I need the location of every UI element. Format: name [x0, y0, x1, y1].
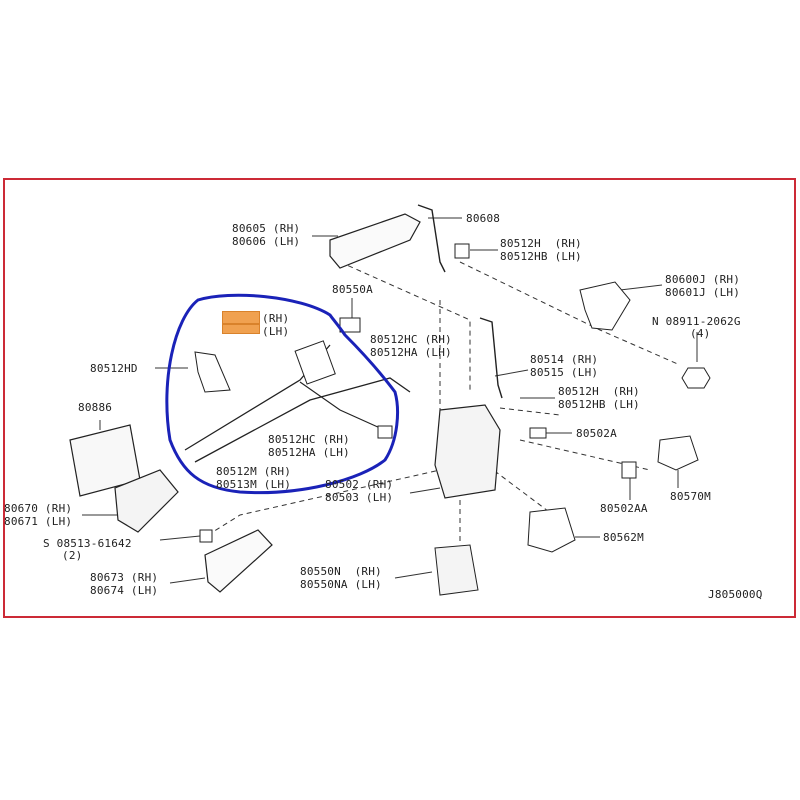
bezel-80673: [204, 529, 273, 593]
label-80512hb-lh-top: 80512HB (LH): [500, 250, 582, 263]
label-80608: 80608: [466, 212, 501, 225]
label-80515: 80515 (LH): [530, 366, 599, 379]
actuator-80550n: [434, 544, 479, 596]
rod-80608: [417, 204, 446, 273]
lever-80512m: [294, 340, 336, 385]
label-80670: 80670 (RH): [4, 502, 73, 515]
bracket-80512hd: [194, 351, 231, 393]
label-80550n: 80550N (RH): [300, 565, 382, 578]
label-80606: 80606 (LH): [232, 235, 301, 248]
label-80671: 80671 (LH): [4, 515, 73, 528]
screw-80502aa: [621, 461, 637, 479]
label-08911: N 08911-2062G: [652, 315, 741, 328]
leader-08513: [159, 535, 201, 541]
label-80503: 80503 (LH): [325, 491, 394, 504]
leader-80502: [409, 487, 441, 494]
label-80601j: 80601J (LH): [665, 286, 741, 299]
part-80570m: [657, 435, 699, 471]
label-80674: 80674 (LH): [90, 584, 159, 597]
label-80512m: 80512M (RH): [216, 465, 292, 478]
leader-80550n: [394, 571, 433, 579]
label-80512hc-rh-top: 80512HC (RH): [370, 333, 452, 346]
label-08513: S 08513-61642: [43, 537, 132, 550]
leader-lines: [82, 217, 698, 584]
inside-handle-80670: [114, 469, 179, 533]
label-80513m: 80513M (LH): [216, 478, 292, 491]
bolt-80550a: [339, 317, 361, 333]
label-hidden-rh: (RH): [262, 312, 290, 325]
label-80512hd: 80512HD: [90, 362, 138, 375]
rod-80514: [479, 317, 503, 399]
rod-80512m-b: [194, 377, 411, 463]
label-80512h-rh-mid: 80512H (RH): [558, 385, 640, 398]
outside-handle: [329, 213, 421, 269]
clip-80512h-top: [454, 243, 470, 259]
label-80605: 80605 (RH): [232, 222, 301, 235]
label-80512h-rh-top: 80512H (RH): [500, 237, 582, 250]
label-80514: 80514 (RH): [530, 353, 599, 366]
leader-80673: [169, 577, 206, 584]
rod-80512m-c: [299, 381, 381, 429]
bracket-80600j: [579, 281, 631, 331]
nut-08911: [681, 367, 711, 389]
label-hidden-lh: (LH): [262, 325, 290, 338]
label-80512ha-lh-top: 80512HA (LH): [370, 346, 452, 359]
label-80502: 80502 (RH): [325, 478, 394, 491]
label-08911-qty: (4): [690, 327, 711, 340]
label-80886: 80886: [78, 401, 113, 414]
annotation-circle: [165, 293, 400, 495]
label-80550na: 80550NA (LH): [300, 578, 382, 591]
label-08513-qty: (2): [62, 549, 83, 562]
lock-80502: [434, 404, 501, 499]
label-80600j: 80600J (RH): [665, 273, 741, 286]
label-80570m: 80570M: [670, 490, 711, 503]
reference-code: J805000Q: [708, 588, 763, 601]
highlight-part-number-lh: [222, 324, 260, 334]
leader-80514: [494, 369, 529, 377]
label-80502a: 80502A: [576, 427, 617, 440]
leader-80600j: [619, 284, 663, 291]
label-80562m: 80562M: [603, 531, 644, 544]
screw-08513: [199, 529, 213, 543]
label-80550a: 80550A: [332, 283, 373, 296]
label-80512hb-lh-mid: 80512HB (LH): [558, 398, 640, 411]
label-80512ha-lh-low: 80512HA (LH): [268, 446, 350, 459]
diagram-frame: [3, 178, 796, 618]
label-80512hc-rh-low: 80512HC (RH): [268, 433, 350, 446]
label-80502aa: 80502AA: [600, 502, 648, 515]
part-80562m: [527, 507, 576, 553]
highlight-part-number-rh: [222, 311, 260, 324]
clip-80512hc-lower: [377, 425, 393, 439]
screw-80502a: [529, 427, 547, 439]
label-80673: 80673 (RH): [90, 571, 159, 584]
